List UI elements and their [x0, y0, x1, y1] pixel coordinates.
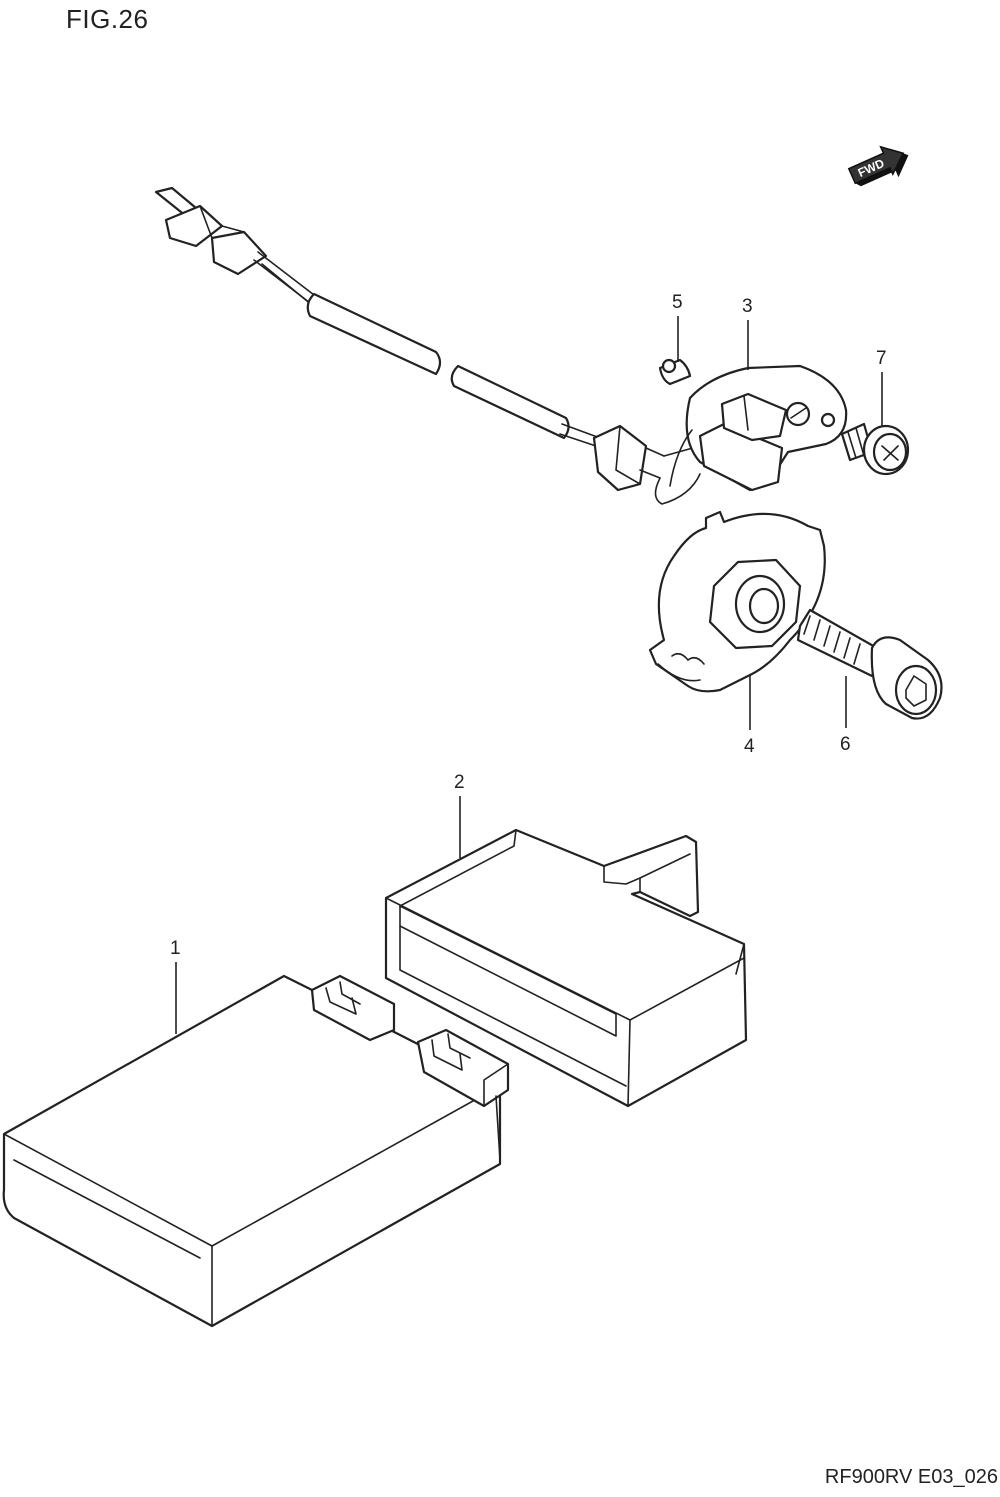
- callout-2: 2: [454, 772, 465, 793]
- screw: [840, 422, 910, 476]
- dowel-pin: [658, 358, 692, 386]
- forward-arrow-icon: FWD: [847, 145, 909, 187]
- callout-5: 5: [672, 292, 683, 313]
- callout-3: 3: [742, 296, 753, 317]
- figure-title: FIG.26: [66, 4, 149, 34]
- signal-generator-harness: [154, 186, 701, 505]
- drawing-code: RF900RV E03_026: [824, 1466, 998, 1488]
- callout-4: 4: [744, 736, 755, 757]
- callout-1: 1: [170, 938, 181, 959]
- igniter-holder: [384, 828, 748, 1108]
- callout-6: 6: [840, 734, 851, 755]
- socket-bolt: [796, 608, 943, 720]
- callout-7: 7: [876, 348, 887, 369]
- signal-generator: [669, 364, 848, 492]
- igniter-unit: [2, 974, 510, 1328]
- signal-rotor: [648, 510, 826, 693]
